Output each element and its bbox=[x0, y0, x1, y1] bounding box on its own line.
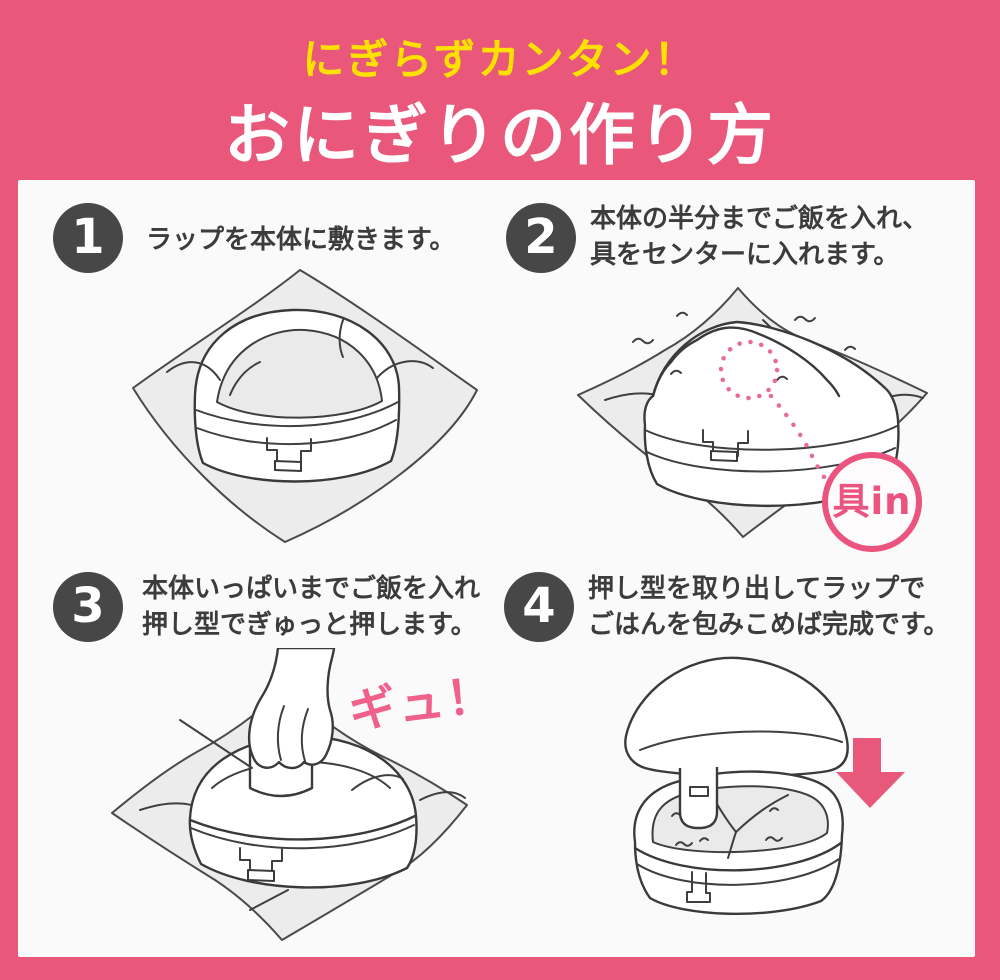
hand bbox=[247, 648, 336, 770]
step2-line1: 本体の半分までご飯を入れ、 bbox=[590, 204, 929, 234]
thumb-line bbox=[179, 719, 253, 769]
mold-clasp bbox=[686, 871, 711, 903]
press-handle bbox=[678, 767, 719, 830]
rice-texture bbox=[675, 841, 693, 847]
step2-line2: 具をセンターに入れます。 bbox=[590, 240, 900, 270]
header-subtitle: にぎらずカンタン！ bbox=[302, 35, 698, 84]
step1-line1: ラップを本体に敷きます。 bbox=[146, 225, 456, 255]
step2-instruction: 本体の半分までご飯を入れ、 具をセンターに入れます。 bbox=[590, 201, 928, 273]
step3-instruction: 本体いっぱいまでご飯を入れ 押し型でぎゅっと押します。 bbox=[142, 571, 480, 643]
rice-mound-outline bbox=[651, 326, 841, 398]
wrap-corner-left bbox=[166, 361, 221, 381]
step2-number-badge: 2 bbox=[506, 203, 576, 273]
down-arrow-icon bbox=[836, 738, 905, 808]
press-lid bbox=[624, 656, 849, 778]
step4-line1: 押し型を取り出してラップで bbox=[588, 574, 926, 604]
wrap-corner-right bbox=[376, 360, 434, 379]
step2-illustration bbox=[577, 287, 928, 538]
step1-number-badge: 1 bbox=[53, 203, 123, 273]
mold-with-rice bbox=[643, 320, 900, 508]
step4-line2: ごはんを包みこめば完成です。 bbox=[588, 610, 950, 640]
step3-line1: 本体いっぱいまでご飯を入れ bbox=[142, 574, 481, 604]
dotted-trail-to-badge bbox=[768, 393, 839, 495]
rice-texture bbox=[632, 337, 654, 345]
finger-line bbox=[276, 705, 285, 761]
step3-line2: 押し型でぎゅっと押します。 bbox=[142, 610, 477, 640]
step1-instruction: ラップを本体に敷きます。 bbox=[146, 222, 455, 258]
step3-number-badge: 3 bbox=[53, 572, 123, 642]
step4-number-badge: 4 bbox=[504, 572, 574, 642]
filling-position-dotted-circle bbox=[718, 339, 780, 401]
step4-illustration bbox=[624, 656, 905, 915]
page-title: おにぎりの作り方 bbox=[224, 97, 776, 174]
step3-illustration bbox=[111, 648, 468, 941]
step4-instruction: 押し型を取り出してラップで ごはんを包みこめば完成です。 bbox=[588, 571, 949, 643]
filling-in-badge: 具in bbox=[822, 452, 922, 552]
step1-illustration bbox=[132, 269, 478, 543]
